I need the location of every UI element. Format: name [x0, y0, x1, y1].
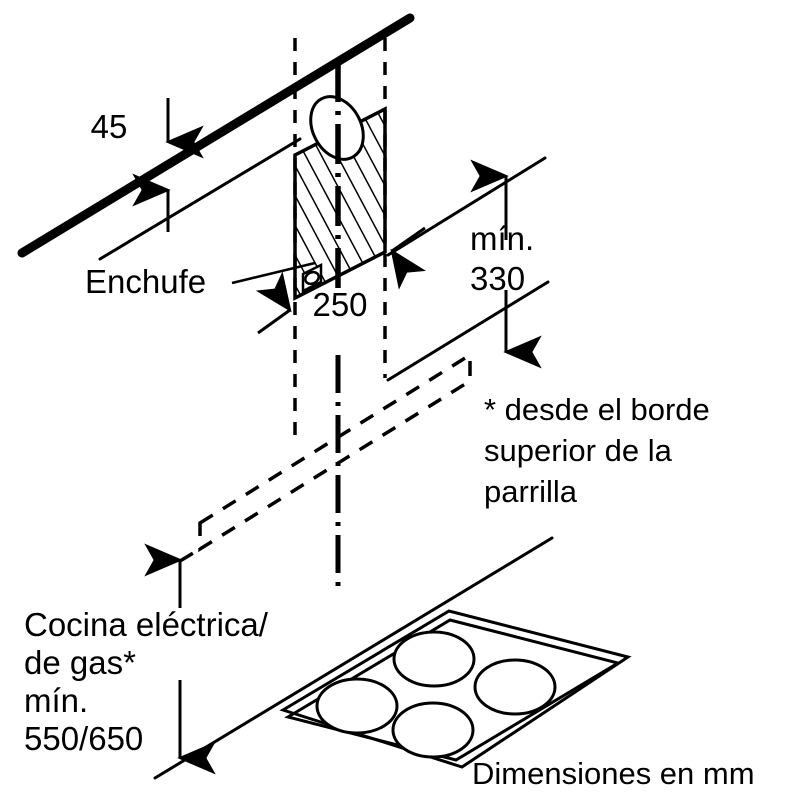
burner-rear-right [473, 658, 557, 716]
cooker-distance-line1: Cocina eléctrica/ [24, 606, 269, 643]
dimension-cooker-distance: Cocina eléctrica/ de gas* mín. 550/650 [24, 543, 269, 775]
ceiling-offset-thin-line [98, 137, 302, 261]
dimension-min-330-prefix: mín. [470, 220, 534, 257]
units-caption: Dimensiones en mm [472, 756, 755, 791]
footnote-line3: parrilla [484, 474, 578, 509]
burner-rear-left [392, 630, 476, 688]
dimension-250: 250 [255, 226, 426, 335]
footnote-block: * desde el borde superior de la parrilla [484, 392, 710, 509]
burner-front-left [315, 677, 399, 735]
cooker-distance-line2: de gas* [24, 644, 136, 681]
cooktop-with-four-burners [279, 609, 632, 769]
socket-label: Enchufe [85, 263, 206, 300]
dimension-45-label: 45 [91, 108, 128, 145]
footnote-line1: * desde el borde [484, 392, 710, 427]
dimension-min-330-value: 330 [470, 260, 525, 297]
dimension-45: 45 [91, 98, 204, 232]
hood-dashed-outline [179, 351, 472, 563]
wall-reference-lines [386, 156, 550, 382]
counter-diagonal-line [153, 536, 554, 780]
ceiling-thick-line [17, 13, 415, 258]
cooker-distance-line3: mín. [24, 682, 88, 719]
cooker-distance-line4: 550/650 [24, 720, 143, 757]
footnote-line2: superior de la [484, 433, 673, 468]
panel-edge-extension-lines [293, 38, 387, 440]
socket-square-symbol [301, 262, 323, 294]
dimension-250-label: 250 [312, 286, 367, 323]
dimension-min-330: mín. 330 [470, 159, 542, 369]
burner-front-right [391, 701, 475, 759]
